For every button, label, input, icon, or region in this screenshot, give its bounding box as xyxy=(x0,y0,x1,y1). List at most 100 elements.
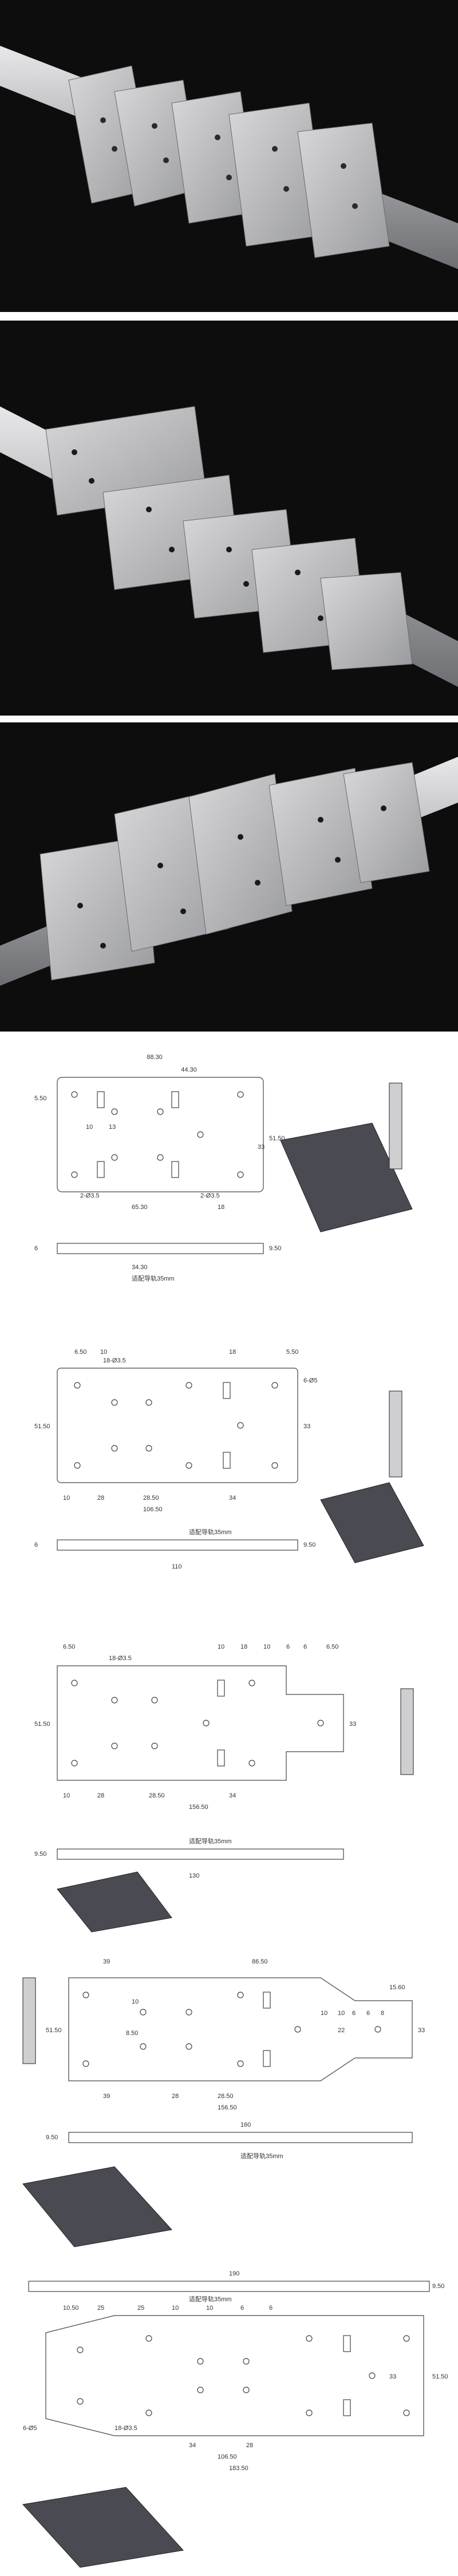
dim-inner-2: 10 xyxy=(63,1495,70,1502)
dim-inner-3: 2-Ø3.5 xyxy=(80,1192,100,1199)
dim-top-2: 25 xyxy=(97,2305,104,2312)
dim-side-1: 51.50 xyxy=(34,1721,50,1728)
plate-outline xyxy=(57,1077,264,1192)
dim-top-4: 10 xyxy=(263,1643,270,1650)
dim-top-2: 10 xyxy=(100,1349,107,1356)
dim-height-2: 9.50 xyxy=(303,1542,315,1548)
dim-top-1: 6.50 xyxy=(74,1349,86,1356)
dim-inner-9: 28 xyxy=(172,2093,179,2100)
dim-inner-5: 156.50 xyxy=(189,1804,208,1811)
product-photo-1 xyxy=(0,0,458,312)
dim-top-1: 39 xyxy=(103,1958,110,1965)
dim-bottom: 130 xyxy=(189,1872,199,1879)
dim-side-3: 18-Ø3.5 xyxy=(109,1655,132,1662)
dim-side-1: 8.50 xyxy=(126,2030,138,2037)
product-photo-2 xyxy=(0,321,458,716)
technical-drawing-3: 6.50 10 18 10 6 6 6.50 51.50 33 18-Ø3.5 … xyxy=(0,1620,458,1941)
dim-inner-1: 18-Ø3.5 xyxy=(103,1357,126,1364)
dim-inner-6: 106.50 xyxy=(143,1506,163,1513)
dim-inner-1: 10 xyxy=(63,1792,70,1799)
rail-note: 适配导轨35mm xyxy=(132,1274,175,1282)
dim-top-2: 10 xyxy=(218,1643,224,1650)
plate-outline xyxy=(57,1368,298,1483)
technical-drawing-5: 10.50 25 25 10 10 6 6 51.50 33 6-Ø5 18-Ø… xyxy=(0,2258,458,2576)
dim-inner-1: 10 xyxy=(321,2010,327,2017)
dim-inner-6: 18 xyxy=(218,1204,224,1211)
dim-inner-3: 6 xyxy=(352,2010,356,2017)
dim-top-4: 10 xyxy=(172,2305,179,2312)
dim-inner-1: 18-Ø3.5 xyxy=(114,2425,137,2432)
dim-top-3: 18 xyxy=(240,1643,247,1650)
dim-bottom: 190 xyxy=(229,2270,239,2277)
plate-outline xyxy=(57,1665,344,1781)
dim-side-1: 51.50 xyxy=(34,1423,50,1430)
dim-inner-4: 106.50 xyxy=(218,2453,237,2460)
mounting-plates xyxy=(68,65,390,258)
dim-top-5: 10 xyxy=(206,2305,213,2312)
dim-top-6: 6 xyxy=(303,1643,307,1650)
dim-inner-4: 28.50 xyxy=(143,1495,159,1502)
dim-inner-3: 28 xyxy=(97,1495,104,1502)
rail-note: 适配导轨35mm xyxy=(189,1528,232,1536)
dim-top-1: 10.50 xyxy=(63,2305,79,2312)
dim-height-1: 6 xyxy=(34,1542,38,1548)
dim-inner-2: 28 xyxy=(97,1792,104,1799)
dim-side-2: 51.50 xyxy=(46,2027,62,2034)
dim-side-2: 33 xyxy=(349,1721,356,1728)
dim-side-3: 6-Ø5 xyxy=(303,1377,317,1384)
dim-inner-2: 13 xyxy=(109,1124,116,1131)
dim-side-1: 51.50 xyxy=(432,2373,448,2380)
dim-top-6: 6 xyxy=(240,2305,244,2312)
product-photo-3 xyxy=(0,722,458,1032)
dim-inner-2: 34 xyxy=(189,2442,196,2449)
dim-inner-10: 156.50 xyxy=(218,2104,237,2111)
dim-inner-4: 6 xyxy=(366,2010,370,2017)
dim-inner-2: 10 xyxy=(338,2010,345,2017)
dim-top-7: 6.50 xyxy=(326,1643,338,1650)
dim-top-7: 6 xyxy=(269,2305,273,2312)
dim-height: 9.50 xyxy=(432,2283,444,2290)
dim-top-2: 86.50 xyxy=(252,1958,268,1965)
dim-bottom: 34.30 xyxy=(132,1264,148,1271)
dim-inner-5: 65.30 xyxy=(132,1204,148,1211)
dim-side-4: 22 xyxy=(338,2027,345,2034)
plate-outline xyxy=(45,2315,424,2436)
dim-inner-4: 34 xyxy=(229,1792,236,1799)
dim-top-5: 6 xyxy=(286,1643,290,1650)
dim-height-2: 9.50 xyxy=(269,1245,281,1252)
dim-top-1: 6.50 xyxy=(63,1643,75,1650)
dim-height: 9.50 xyxy=(46,2134,58,2141)
dim-width-top-2: 44.30 xyxy=(181,1066,197,1073)
dim-side-2: 33 xyxy=(303,1423,310,1430)
dim-inner-5: 34 xyxy=(229,1495,236,1502)
dim-inner-3: 28.50 xyxy=(149,1792,165,1799)
technical-drawing-2: 6.50 10 18 5.50 51.50 33 6-Ø5 18-Ø3.5 10… xyxy=(0,1328,458,1614)
rail-note: 适配导轨35mm xyxy=(240,2152,283,2160)
dim-inner-5: 183.50 xyxy=(229,2465,248,2472)
dim-top-3: 15.60 xyxy=(389,1984,405,1991)
rail-note: 适配导轨35mm xyxy=(189,1837,232,1845)
plate-outline xyxy=(68,1977,413,2081)
dim-inner-1: 10 xyxy=(86,1124,93,1131)
dim-bottom: 110 xyxy=(172,1563,182,1570)
dim-inner-3: 28 xyxy=(246,2442,253,2449)
dim-height: 9.50 xyxy=(34,1851,46,1858)
dim-top-4: 5.50 xyxy=(286,1349,298,1356)
dim-inner-4: 2-Ø3.5 xyxy=(200,1192,220,1199)
dim-bottom: 160 xyxy=(240,2121,251,2128)
dim-inner-6: 39 xyxy=(103,2093,110,2100)
dim-side-1: 5.50 xyxy=(34,1095,46,1102)
dim-inner-7: 28.50 xyxy=(218,2093,234,2100)
rail-note: 适配导轨35mm xyxy=(189,2295,232,2303)
dim-width-top: 88.30 xyxy=(147,1054,163,1061)
dim-top-3: 18 xyxy=(229,1349,236,1356)
dim-inner-8: 10 xyxy=(132,1998,139,2005)
dim-side-2: 33 xyxy=(389,2373,396,2380)
technical-drawing-4: 39 86.50 15.60 8.50 51.50 33 22 10 10 6 … xyxy=(0,1943,458,2253)
3d-view xyxy=(280,1082,413,1232)
dimensions: 88.30 44.30 5.50 51.50 33 10 13 2-Ø3.5 2… xyxy=(34,1054,285,1282)
technical-drawing-1: 88.30 44.30 5.50 51.50 33 10 13 2-Ø3.5 2… xyxy=(0,1037,458,1318)
dim-height-1: 6 xyxy=(34,1245,38,1252)
dim-top-3: 25 xyxy=(137,2305,144,2312)
dim-side-3: 33 xyxy=(258,1144,264,1151)
